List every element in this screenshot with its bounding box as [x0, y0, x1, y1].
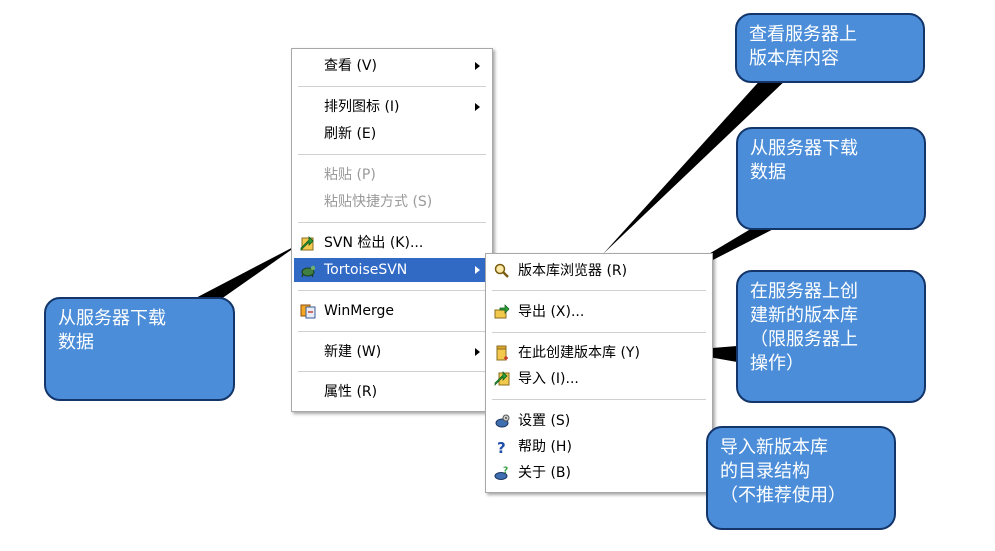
callout-create-repo: 在服务器上创 建新的版本库 （限服务器上 操作） — [736, 270, 926, 403]
menu-item-arrange-icons[interactable]: 排列图标 (I) — [294, 95, 488, 119]
winmerge-icon — [300, 304, 316, 319]
tortoisesvn-submenu: 版本库浏览器 (R) 导出 (X)... 在此创建版本库 (Y) 导入 (I).… — [485, 253, 713, 493]
import-icon — [494, 371, 510, 386]
menu-item-label: 粘贴快捷方式 (S) — [324, 194, 433, 210]
menu-item-properties[interactable]: 属性 (R) — [294, 380, 488, 404]
submenu-item-label: 导入 (I)... — [518, 371, 579, 387]
menu-separator — [298, 154, 486, 155]
tortoisesvn-icon — [301, 265, 316, 278]
menu-item-label: SVN 检出 (K)... — [324, 235, 424, 251]
submenu-item-export[interactable]: 导出 (X)... — [488, 300, 708, 324]
context-menu: 查看 (V) 排列图标 (I) 刷新 (E) 粘贴 (P) 粘贴快捷方式 (S)… — [291, 48, 493, 412]
menu-separator — [298, 290, 486, 291]
submenu-item-label: 关于 (B) — [518, 465, 571, 481]
svg-text:?: ? — [503, 466, 508, 476]
menu-item-label: 粘贴 (P) — [324, 167, 376, 183]
menu-item-svn-checkout[interactable]: SVN 检出 (K)... — [294, 231, 488, 255]
svg-text:?: ? — [497, 439, 506, 455]
callout-checkout: 从服务器下载 数据 — [44, 297, 235, 401]
submenu-arrow-icon — [475, 103, 480, 111]
about-icon: ? — [494, 466, 508, 480]
menu-item-label: WinMerge — [324, 303, 394, 319]
menu-item-label: 查看 (V) — [324, 58, 377, 74]
callout-export: 从服务器下载 数据 — [736, 127, 926, 230]
submenu-item-settings[interactable]: 设置 (S) — [488, 409, 708, 433]
submenu-item-import[interactable]: 导入 (I)... — [488, 367, 708, 391]
menu-separator — [298, 331, 486, 332]
menu-separator — [298, 86, 486, 87]
menu-item-label: 刷新 (E) — [324, 126, 377, 142]
submenu-item-create-repo[interactable]: 在此创建版本库 (Y) — [488, 341, 708, 365]
leader-checkout — [190, 243, 301, 304]
menu-item-tortoisesvn[interactable]: TortoiseSVN — [294, 258, 488, 282]
submenu-item-about[interactable]: ? 关于 (B) — [488, 461, 708, 485]
menu-separator — [298, 222, 486, 223]
submenu-item-label: 版本库浏览器 (R) — [518, 263, 628, 279]
menu-separator — [492, 290, 706, 291]
submenu-item-help[interactable]: ? 帮助 (H) — [488, 435, 708, 459]
callout-repo-browser: 查看服务器上 版本库内容 — [735, 13, 925, 83]
menu-separator — [492, 399, 706, 400]
menu-item-winmerge[interactable]: WinMerge — [294, 299, 488, 323]
menu-item-label: 排列图标 (I) — [324, 99, 400, 115]
menu-item-view[interactable]: 查看 (V) — [294, 54, 488, 78]
submenu-item-label: 帮助 (H) — [518, 439, 572, 455]
export-icon — [494, 304, 510, 319]
leader-repo-browser — [603, 76, 790, 254]
menu-item-new[interactable]: 新建 (W) — [294, 340, 488, 364]
help-icon: ? — [497, 439, 506, 455]
menu-item-label: 属性 (R) — [324, 384, 378, 400]
submenu-item-label: 在此创建版本库 (Y) — [518, 345, 640, 361]
submenu-arrow-icon — [475, 62, 480, 70]
repo-browser-icon — [494, 263, 509, 278]
submenu-item-repo-browser[interactable]: 版本库浏览器 (R) — [488, 259, 708, 283]
callout-import: 导入新版本库 的目录结构 （不推荐使用） — [706, 426, 896, 530]
submenu-arrow-icon — [475, 348, 480, 356]
menu-item-label: TortoiseSVN — [324, 262, 408, 278]
menu-item-label: 新建 (W) — [324, 344, 382, 360]
menu-separator — [298, 371, 486, 372]
menu-separator — [492, 332, 706, 333]
svn-checkout-icon — [300, 236, 314, 251]
submenu-item-label: 导出 (X)... — [518, 304, 585, 320]
menu-item-paste-shortcut: 粘贴快捷方式 (S) — [294, 190, 488, 214]
menu-item-paste: 粘贴 (P) — [294, 163, 488, 187]
submenu-arrow-icon — [475, 266, 480, 274]
submenu-item-label: 设置 (S) — [518, 413, 571, 429]
menu-item-refresh[interactable]: 刷新 (E) — [294, 122, 488, 146]
create-repo-icon — [496, 345, 508, 361]
settings-icon — [495, 414, 510, 428]
